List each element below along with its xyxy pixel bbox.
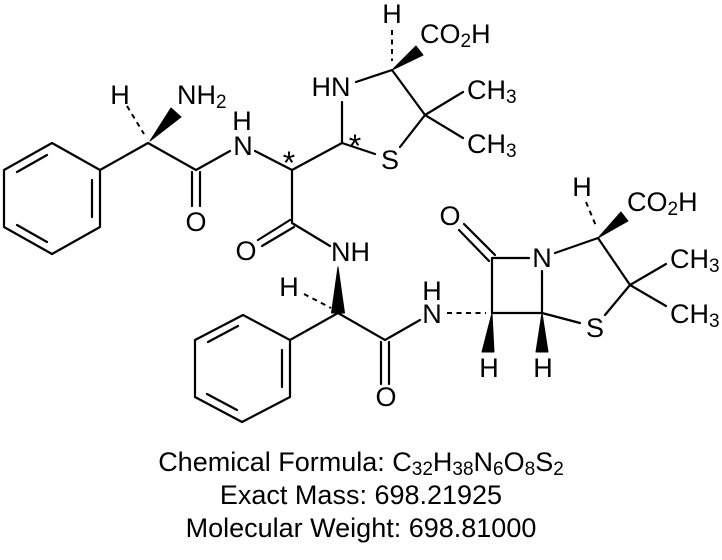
- atom-label-stereo-h-left: H: [110, 80, 130, 110]
- atom-label-amide3-n: N: [422, 299, 442, 329]
- atom-label-amide1-o: O: [185, 207, 206, 237]
- atom-label-s-thiazolidine-1: S: [381, 145, 399, 175]
- atom-label-amide3-h: H: [422, 276, 442, 306]
- atom-label-amide1-h: H: [232, 106, 252, 136]
- caption-chemical-formula: Chemical Formula: C32H38N6O8S2: [158, 447, 564, 480]
- atom-label-stereo-mark-central: *: [283, 145, 295, 181]
- atom-label-s-thiazolidine-2: S: [586, 313, 604, 343]
- atom-label-amide1-n: N: [233, 131, 253, 161]
- atom-label-ch3-top-2: CH3: [467, 129, 517, 162]
- caption-molecular-weight: Molecular Weight: 698.81000: [186, 513, 537, 543]
- atom-label-stereo-h-mid: H: [279, 272, 299, 302]
- wedge-bonds: [149, 45, 629, 353]
- atom-label-amide3-o: O: [375, 382, 396, 412]
- atom-label-ch3-top-1: CH3: [467, 75, 517, 108]
- atom-label-thiazolidine1-hn: HN: [312, 72, 351, 102]
- atom-label-stereo-mark-ring: *: [349, 128, 361, 164]
- dashed-bonds: [126, 30, 597, 314]
- atom-label-ch3-right-2: CH3: [670, 299, 720, 332]
- atom-label-amide2-o: O: [235, 236, 256, 266]
- atom-label-c5-h: H: [533, 353, 553, 383]
- atom-label-c4-h: H: [382, 0, 402, 29]
- atom-label-lactam-n: N: [532, 243, 552, 273]
- atom-label-c6-h: H: [479, 353, 499, 383]
- atom-label-amide2-nh: NH: [331, 237, 370, 267]
- atom-label-co2h-top: CO2H: [420, 19, 491, 52]
- atom-label-co2h-right: CO2H: [627, 187, 698, 220]
- atom-label-lactam-o: O: [439, 201, 460, 231]
- bond-group: [2, 30, 668, 424]
- caption-exact-mass: Exact Mass: 698.21925: [220, 480, 502, 510]
- atom-label-ch3-right-1: CH3: [670, 244, 720, 277]
- atom-label-amine-nh2: NH2: [177, 80, 227, 113]
- atom-label-c2p-h: H: [572, 172, 592, 202]
